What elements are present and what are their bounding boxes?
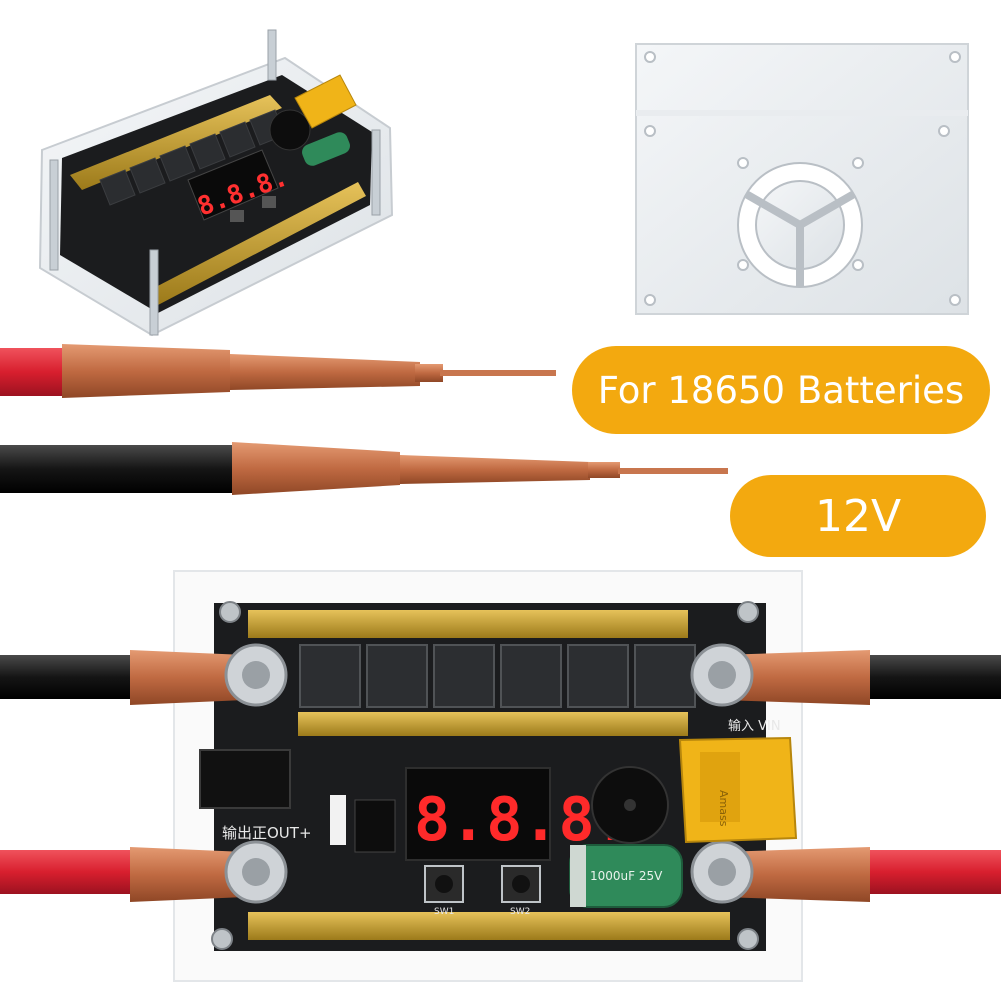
welder-in-case: 8.8.8. xyxy=(38,29,394,337)
voltage-badge-text: 12V xyxy=(814,490,902,542)
welding-pen-red xyxy=(0,344,556,398)
welder-board-closeup: 8.8.8. 输出正OUT+ 输入 VIN SW1 SW2 1000uF 25V… xyxy=(0,570,1001,982)
batteries-badge: For 18650 Batteries xyxy=(572,346,990,434)
input-label: 输入 VIN xyxy=(728,718,781,734)
output-label: 输出正OUT+ xyxy=(222,824,312,842)
acrylic-panel xyxy=(635,43,969,315)
connector-label: Amass xyxy=(717,790,730,827)
switch-1-label: SW1 xyxy=(434,907,454,917)
capacitor-label: 1000uF 25V xyxy=(590,869,663,883)
batteries-badge-text: For 18650 Batteries xyxy=(597,368,965,412)
welding-pen-black xyxy=(0,442,728,495)
switch-2-label: SW2 xyxy=(510,907,530,917)
voltage-badge: 12V xyxy=(730,475,986,557)
